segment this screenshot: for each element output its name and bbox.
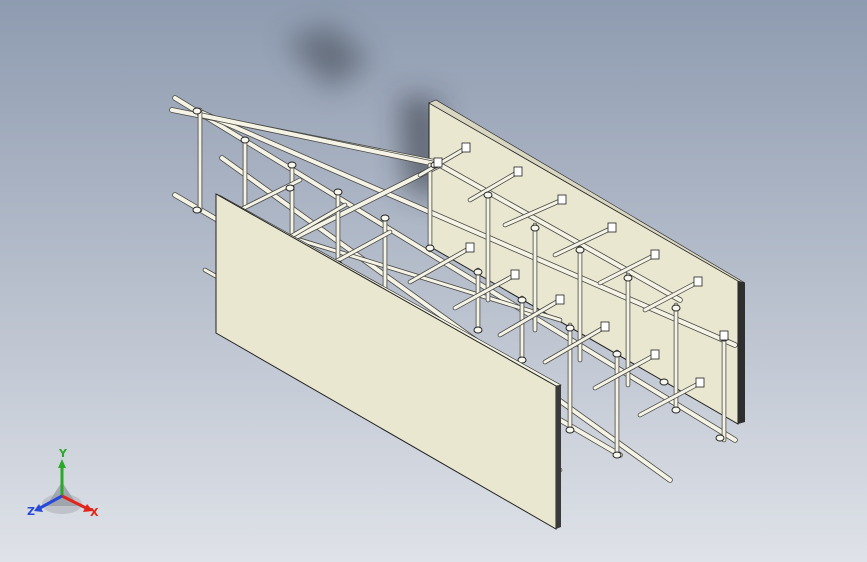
rebar-tie-clip[interactable] xyxy=(333,188,343,196)
rebar-tie-clip[interactable] xyxy=(715,434,725,442)
rebar-rod[interactable] xyxy=(418,145,470,177)
rebar-rod[interactable] xyxy=(198,110,737,347)
rebar-tie-clip[interactable] xyxy=(473,326,483,334)
rebar-tie-clip[interactable] xyxy=(425,244,435,252)
rebar-rod[interactable] xyxy=(598,253,657,285)
rebar-rod[interactable] xyxy=(283,203,347,242)
rebar-rod[interactable] xyxy=(173,96,737,442)
rebar-rod[interactable] xyxy=(220,156,672,482)
tie-plate[interactable] xyxy=(695,377,705,388)
x-axis-arrow-icon xyxy=(83,504,93,512)
tie-plate[interactable] xyxy=(557,194,567,205)
rebar-rod[interactable] xyxy=(288,163,442,242)
tie-plate[interactable] xyxy=(465,242,475,253)
rebar-tie-clip[interactable] xyxy=(192,107,202,115)
rebar-rod[interactable] xyxy=(543,325,607,364)
rebar-tie-clip[interactable] xyxy=(287,161,297,169)
x-axis-line xyxy=(61,494,87,510)
tie-plate[interactable] xyxy=(433,157,443,168)
rebar-rod[interactable] xyxy=(298,238,562,322)
tie-plate[interactable] xyxy=(719,330,729,341)
rebar-rod[interactable] xyxy=(468,170,520,202)
rebar-rod[interactable] xyxy=(453,273,517,310)
tie-plate[interactable] xyxy=(650,249,660,260)
tie-plate[interactable] xyxy=(510,269,520,280)
rebar-rod[interactable] xyxy=(638,381,702,417)
rebar-rod[interactable] xyxy=(553,226,614,257)
tie-plate[interactable] xyxy=(513,166,523,177)
tie-plate[interactable] xyxy=(555,294,565,305)
z-axis-line xyxy=(39,494,63,510)
rebar-tie-clip[interactable] xyxy=(473,268,483,276)
back-panel-edge xyxy=(738,281,745,424)
rebar-tie-clip[interactable] xyxy=(240,136,250,144)
back-formwork-panel[interactable] xyxy=(428,99,746,425)
tie-plate[interactable] xyxy=(650,349,660,360)
rebar-rod[interactable] xyxy=(198,113,442,167)
rebar-tie-clip[interactable] xyxy=(671,304,681,312)
rebar-rod[interactable] xyxy=(438,163,682,302)
rebar-tie-clip[interactable] xyxy=(530,224,540,232)
tie-plate[interactable] xyxy=(461,142,471,153)
rebar-tie-clip[interactable] xyxy=(517,296,527,304)
back-panel-top-edge xyxy=(428,99,746,284)
y-axis-arrow-icon xyxy=(58,459,66,468)
rebar-tie-clip[interactable] xyxy=(483,191,493,199)
rebar-tie-clip[interactable] xyxy=(623,274,633,282)
axis-triad[interactable]: Y X Z xyxy=(27,447,99,519)
tie-plate[interactable] xyxy=(600,321,610,332)
rebar-rod[interactable] xyxy=(593,353,657,390)
rebar-tie-clip[interactable] xyxy=(575,246,585,254)
rebar-tie-clip[interactable] xyxy=(285,184,295,192)
z-axis-label: Z xyxy=(27,505,35,518)
front-panel-side-edge xyxy=(556,385,561,529)
tie-plate[interactable] xyxy=(607,222,617,233)
rebar-rod[interactable] xyxy=(408,246,472,284)
rebar-rod[interactable] xyxy=(503,198,564,227)
rebar-tie-clip[interactable] xyxy=(659,378,669,386)
rebar-tie-clip[interactable] xyxy=(612,350,622,358)
x-axis-label: X xyxy=(90,506,99,519)
rebar-tie-clip[interactable] xyxy=(671,406,681,414)
rebar-tie-clip[interactable] xyxy=(192,206,202,214)
rebar-rod[interactable] xyxy=(498,298,562,337)
z-axis-arrow-icon xyxy=(34,504,43,512)
y-axis-label: Y xyxy=(58,447,68,460)
rebar-tie-clip[interactable] xyxy=(380,214,390,222)
rebar-rod[interactable] xyxy=(643,280,700,312)
rebar-tie-clip[interactable] xyxy=(612,451,622,459)
rebar-tie-clip[interactable] xyxy=(565,324,575,332)
rebar-tie-clip[interactable] xyxy=(565,426,575,434)
tie-plate[interactable] xyxy=(693,276,703,287)
rebar-rod[interactable] xyxy=(333,230,392,264)
front-formwork-panel[interactable] xyxy=(215,193,562,530)
